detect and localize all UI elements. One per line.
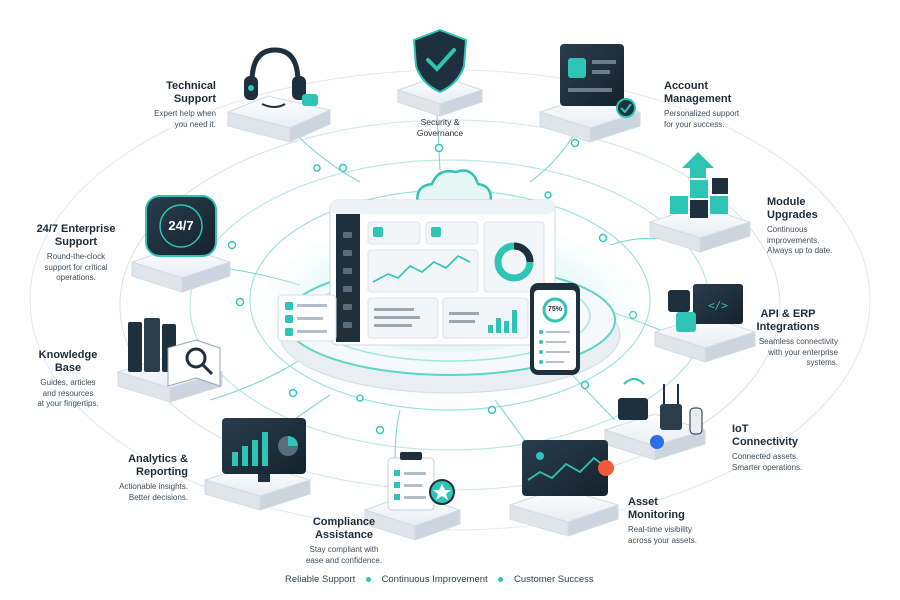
monitor-alert-icon (522, 440, 614, 496)
svg-text:</>: </> (708, 299, 728, 312)
phone-percent: 75% (547, 306, 562, 313)
clock-badge-text: 24/7 (168, 218, 194, 233)
headset-icon (244, 47, 318, 108)
shield-check-icon (412, 28, 468, 94)
footer-tagline: Reliable Support Continuous Improvement … (285, 574, 594, 585)
footer-dot-icon (365, 576, 371, 582)
books-magnifier-icon (128, 318, 221, 387)
analytics-monitor-icon (222, 418, 306, 482)
clipboard-badge-icon (387, 452, 455, 511)
footer-item-continuous-improvement: Continuous Improvement (381, 574, 488, 585)
footer-item-customer-success: Customer Success (513, 574, 594, 585)
iot-devices-icon (618, 378, 703, 449)
checklist-card (277, 294, 337, 342)
api-puzzle-icon: </> (668, 284, 743, 332)
dashboard-window (329, 199, 556, 346)
footer-item-reliable-support: Reliable Support (285, 574, 356, 585)
analytics-label: Analytics &Reporting Actionable insights… (119, 453, 188, 502)
footer-dot-icon (498, 576, 504, 582)
security-governance-label: Security &Governance (416, 117, 464, 138)
phone-device (530, 283, 580, 375)
account-card-icon (560, 44, 636, 118)
clock-24-7-icon (145, 195, 217, 257)
cubes-upgrade-icon (670, 152, 728, 218)
